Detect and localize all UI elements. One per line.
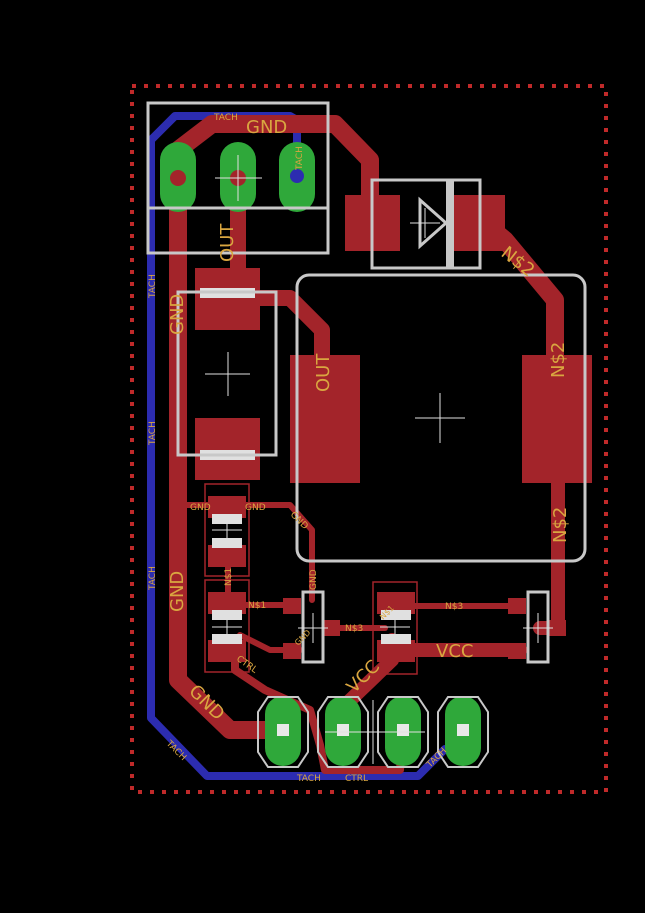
r2-outline (204, 579, 250, 673)
r1-outline (204, 483, 250, 577)
connector-hole-1 (170, 170, 186, 186)
header-outline-3 (377, 696, 429, 768)
r3-pad-top (377, 592, 415, 614)
board-outline (130, 84, 608, 794)
q2-pad-c (548, 620, 566, 636)
smd-pads (195, 195, 592, 662)
q1-pad-b (283, 643, 301, 659)
label-gnd-trace-b: GND (309, 569, 319, 590)
r3-body-a (381, 610, 411, 620)
header-hole-1 (277, 724, 289, 736)
ctrl-trace (231, 646, 407, 774)
label-n2-trace: N$2 (550, 507, 571, 543)
ic-outline (295, 273, 587, 563)
r1-pad-top (208, 496, 246, 518)
q1-pad-a (283, 598, 301, 614)
header-hole-4 (457, 724, 469, 736)
r3-body-b (381, 634, 411, 644)
header-hole-2 (337, 724, 349, 736)
ic-pad-n2 (522, 355, 592, 483)
cap-pad-bottom (195, 418, 260, 480)
header-hole-3 (397, 724, 409, 736)
label-n2-ic: N$2 (548, 342, 569, 378)
label-out-connector: OUT (217, 223, 238, 262)
header-outline-4 (437, 696, 489, 768)
label-gnd-top: GND (246, 117, 287, 138)
label-gnd-left-big: GND (167, 571, 188, 612)
label-tach-left-1: TACH (148, 274, 158, 299)
label-tach-bottom: TACH (296, 774, 321, 784)
ic-pad-out (290, 355, 360, 483)
through-hole-pads (160, 142, 481, 766)
q1-outline (301, 590, 325, 664)
cap-outline (176, 290, 278, 457)
r2-pad-bottom (208, 640, 246, 662)
diode-outline (370, 178, 482, 270)
r3-pad-bottom (377, 640, 415, 662)
diode-pad-right (448, 195, 505, 251)
q1-pad-c (322, 620, 340, 636)
label-gnd-r1-left: GND (190, 503, 211, 513)
r1-pad-bottom (208, 545, 246, 567)
connector-outline (146, 101, 330, 255)
label-vcc-right: VCC (436, 641, 473, 662)
r2-pad-top (208, 592, 246, 614)
r3-outline (372, 581, 418, 675)
silkscreen-layer (146, 101, 587, 768)
label-n3-right: N$3 (445, 602, 463, 612)
label-tach-top: TACH (213, 113, 238, 123)
label-n3-left: N$3 (345, 624, 363, 634)
label-out-ic: OUT (313, 353, 334, 392)
origin-crosshairs (205, 155, 553, 764)
q2-pad-b (508, 643, 526, 659)
label-n1-vertical: N$1 (224, 568, 234, 586)
label-ctrl-bottom: CTRL (345, 774, 368, 784)
label-gnd-cap: GND (167, 294, 188, 335)
connector-hole-3 (290, 169, 304, 183)
q2-pad-a (508, 598, 526, 614)
label-tach-left-3: TACH (148, 566, 158, 591)
header-outline-2 (317, 696, 369, 768)
label-gnd-r1-right: GND (245, 503, 266, 513)
label-n1-horizontal: N$1 (248, 601, 266, 611)
header-outline-1 (257, 696, 309, 768)
cap-pad-top (195, 268, 260, 330)
label-tach-left-2: TACH (148, 421, 158, 446)
label-tach-pad: TACH (295, 146, 305, 171)
q2-outline (526, 590, 550, 664)
